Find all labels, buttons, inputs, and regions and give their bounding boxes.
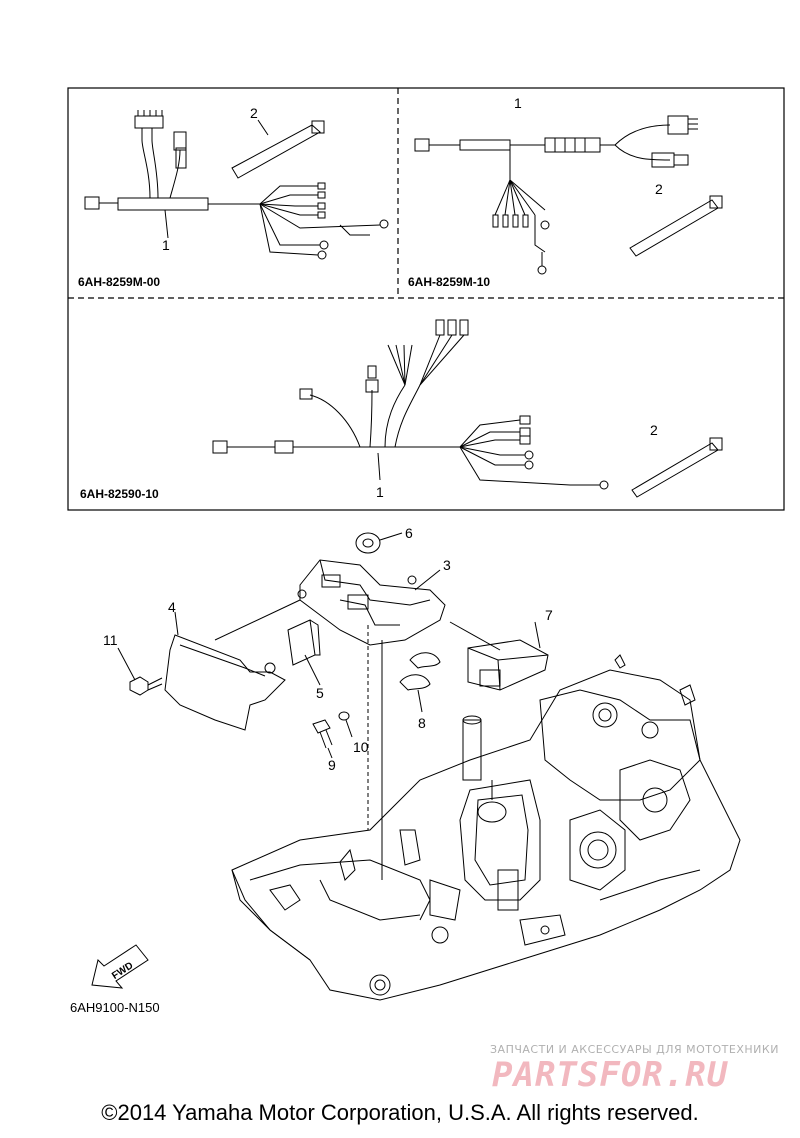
watermark-brand-logo: PARTSFOR.RU xyxy=(492,1055,729,1095)
fwd-arrow xyxy=(91,944,149,989)
panel1-code: 6AH-8259M-00 xyxy=(78,275,160,289)
panel2-callout-1: 1 xyxy=(514,95,522,111)
callout-4: 4 xyxy=(168,599,176,615)
fwd-label: FWD xyxy=(110,960,135,982)
figure-code: 6AH9100-N150 xyxy=(70,1000,160,1015)
bolt-part-11 xyxy=(117,647,163,696)
bracket-part-3 xyxy=(297,559,446,646)
harness-drawing-82590-10 xyxy=(212,319,723,498)
callout-7: 7 xyxy=(545,607,553,623)
panel2-code: 6AH-8259M-10 xyxy=(408,275,490,289)
exploded-view xyxy=(91,532,741,1001)
panel3-code: 6AH-82590-10 xyxy=(80,487,159,501)
grommet-part-6 xyxy=(355,532,403,554)
engine-block xyxy=(231,654,741,1001)
holder-part-7 xyxy=(449,621,549,691)
cover-part-4 xyxy=(164,599,301,731)
clamp-part-8 xyxy=(399,652,441,713)
callout-3: 3 xyxy=(443,557,451,573)
washer-part-10 xyxy=(338,711,353,738)
clip-part-5 xyxy=(287,619,321,686)
harness-drawing-8259M-00 xyxy=(84,110,389,260)
callout-11: 11 xyxy=(103,632,118,648)
harness-box xyxy=(67,87,785,511)
callout-8: 8 xyxy=(418,715,426,731)
panel2-callout-2: 2 xyxy=(655,181,663,197)
callout-10: 10 xyxy=(353,739,369,755)
panel3-callout-1: 1 xyxy=(376,484,384,500)
screw-part-9 xyxy=(312,719,333,759)
harness-drawing-8259M-10 xyxy=(414,115,723,275)
watermark-tagline: ЗАПЧАСТИ И АКСЕССУАРЫ ДЛЯ МОТОТЕХНИКИ xyxy=(490,1043,779,1056)
copyright-notice: ©2014 Yamaha Motor Corporation, U.S.A. A… xyxy=(101,1100,699,1125)
callout-6: 6 xyxy=(405,525,413,541)
callout-5: 5 xyxy=(316,685,324,701)
panel1-callout-1: 1 xyxy=(162,237,170,253)
panel1-callout-2: 2 xyxy=(250,105,258,121)
panel3-callout-2: 2 xyxy=(650,422,658,438)
callout-9: 9 xyxy=(328,757,336,773)
